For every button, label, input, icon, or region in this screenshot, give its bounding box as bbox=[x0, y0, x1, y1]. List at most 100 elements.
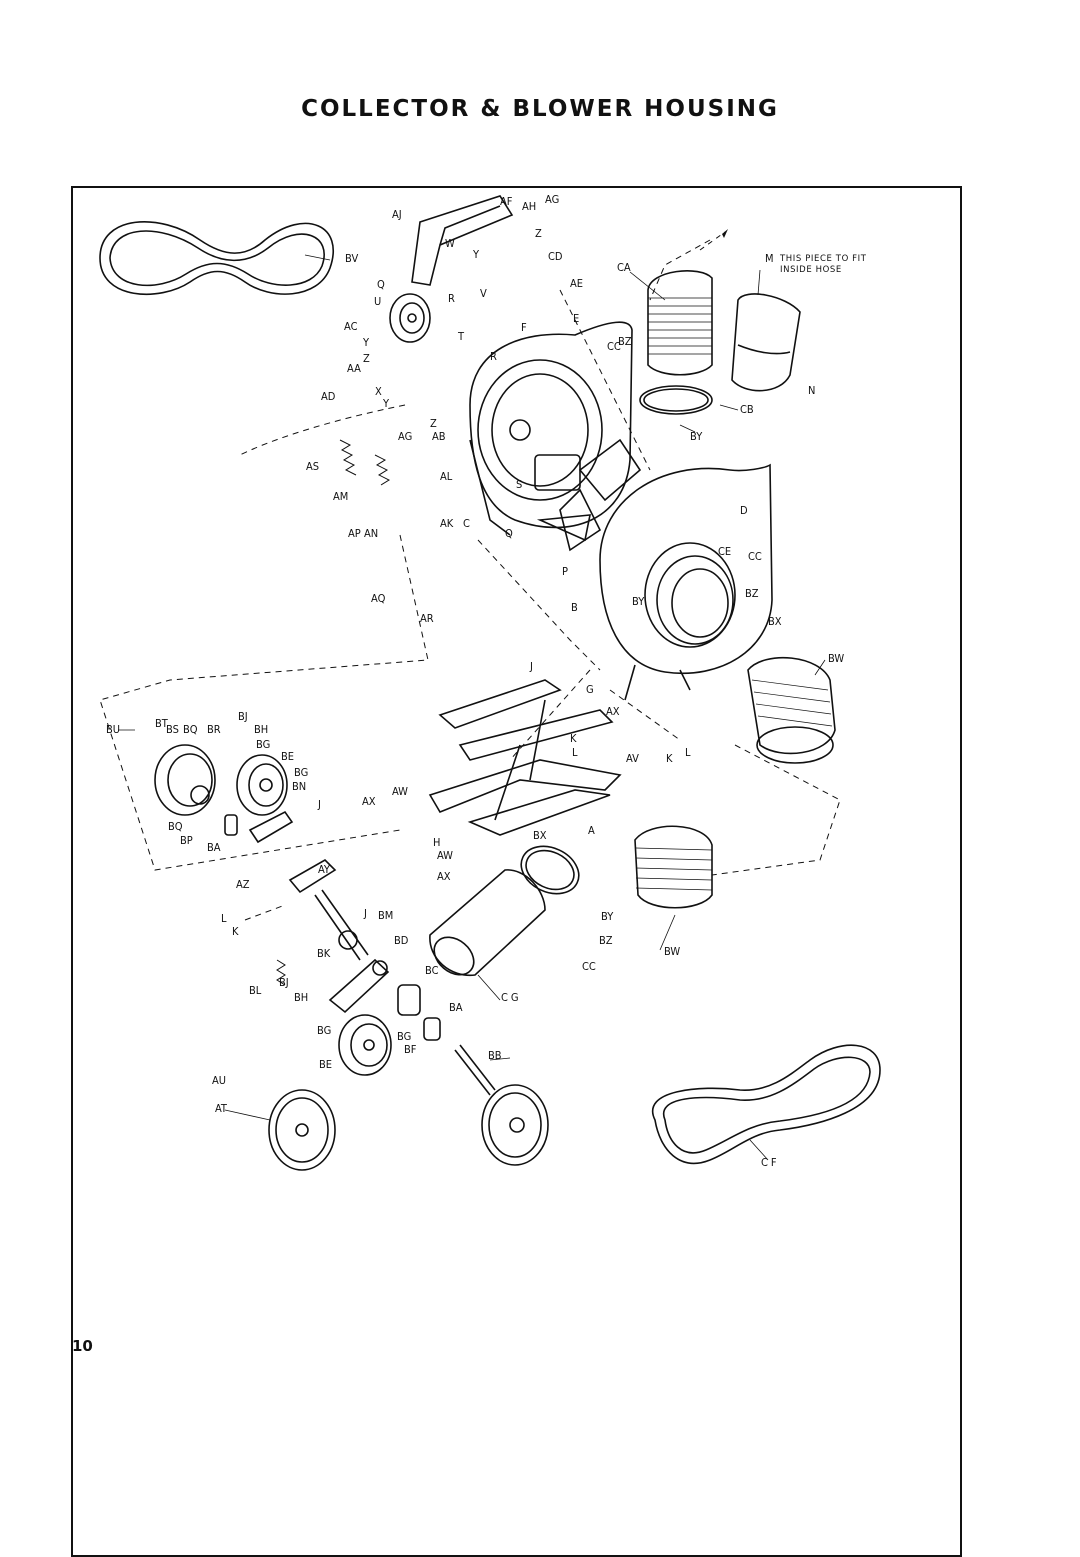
callout-label: AE bbox=[570, 277, 583, 290]
spring-as bbox=[339, 439, 391, 486]
callout-label: BG bbox=[397, 1030, 411, 1043]
callout-label: AW bbox=[392, 785, 408, 798]
callout-label: K bbox=[232, 925, 239, 938]
note-m: M THIS PIECE TO FIT INSIDE HOSE bbox=[765, 252, 867, 275]
page-number: 10 bbox=[72, 1337, 93, 1355]
callout-label: BZ bbox=[618, 335, 632, 348]
callout-label: BY bbox=[690, 430, 703, 443]
callout-label: BE bbox=[281, 750, 294, 763]
pulley-assembly-left bbox=[154, 744, 294, 844]
callout-label: CB bbox=[740, 403, 754, 416]
callout-label: Z bbox=[430, 417, 437, 430]
callout-label: BD bbox=[394, 934, 409, 947]
bracket-aj bbox=[411, 195, 514, 286]
callout-label: BU bbox=[106, 723, 120, 736]
impeller-s bbox=[534, 438, 642, 552]
insert-piece-m bbox=[731, 293, 801, 392]
callout-label: L bbox=[572, 746, 578, 759]
bracket-bd bbox=[328, 958, 390, 1014]
blower-housing-front bbox=[599, 463, 773, 701]
callout-label: F bbox=[521, 321, 527, 334]
callout-label: BW bbox=[664, 945, 680, 958]
callout-label: AX bbox=[606, 705, 620, 718]
callout-label: BX bbox=[768, 615, 782, 628]
callout-label: CA bbox=[617, 261, 631, 274]
callout-label: L bbox=[221, 912, 227, 925]
pulley-bb bbox=[454, 1044, 549, 1166]
callout-label: BH bbox=[294, 991, 308, 1004]
callout-label: BQ bbox=[168, 820, 183, 833]
note-letter: M bbox=[765, 252, 774, 265]
callout-label: BZ bbox=[599, 934, 613, 947]
callout-label: U bbox=[374, 295, 381, 308]
blower-housing-rear bbox=[469, 321, 633, 536]
hose-ca bbox=[647, 270, 713, 376]
callout-label: CF bbox=[761, 1156, 780, 1169]
callout-label: T bbox=[457, 330, 465, 343]
callout-label: AR bbox=[420, 612, 434, 625]
callout-label: AL bbox=[440, 470, 453, 483]
shaft-assembly-ay bbox=[288, 859, 369, 961]
callout-label: BL bbox=[249, 984, 262, 997]
clamp-cb bbox=[639, 385, 713, 415]
callout-label: AN bbox=[364, 527, 378, 540]
callout-label: Q bbox=[377, 278, 385, 291]
callout-label: AM bbox=[333, 490, 348, 503]
callout-label: R bbox=[490, 350, 497, 363]
callout-label: Q bbox=[505, 527, 513, 540]
callout-label: P bbox=[562, 565, 568, 578]
callout-label: AV bbox=[626, 752, 639, 765]
callout-label: Y bbox=[382, 397, 390, 410]
callout-label: BG bbox=[317, 1024, 331, 1037]
frame-a bbox=[428, 679, 622, 836]
callout-label: AX bbox=[362, 795, 376, 808]
callout-label: AK bbox=[440, 517, 454, 530]
callout-label: CC bbox=[607, 340, 621, 353]
callout-label: BM bbox=[378, 909, 393, 922]
callout-label: AY bbox=[318, 863, 331, 876]
page-title: COLLECTOR & BLOWER HOUSING bbox=[301, 96, 779, 122]
callout-label: AU bbox=[212, 1074, 226, 1087]
exploded-parts-diagram: AJ AF AH AG W Z Y CD BV Q U R V AE CA E … bbox=[99, 193, 881, 1171]
callout-label: AH bbox=[522, 200, 536, 213]
hose-bw-lower bbox=[634, 825, 713, 909]
callout-label: Y bbox=[472, 248, 480, 261]
callout-label: BG bbox=[256, 738, 270, 751]
callout-label: BY bbox=[632, 595, 645, 608]
callout-label: AW bbox=[437, 849, 453, 862]
callout-label: V bbox=[480, 287, 487, 300]
callout-label: BY bbox=[601, 910, 614, 923]
callout-label: AG bbox=[545, 193, 559, 206]
callout-label: N bbox=[808, 384, 815, 397]
callout-label: K bbox=[570, 732, 577, 745]
hose-bw-upper bbox=[747, 656, 836, 764]
callout-label: BC bbox=[425, 964, 439, 977]
callout-label: AT bbox=[215, 1102, 228, 1115]
pulley-u bbox=[389, 293, 431, 343]
callout-label: BE bbox=[319, 1058, 332, 1071]
callout-label: S bbox=[516, 478, 522, 491]
callout-label: BW bbox=[828, 652, 844, 665]
callout-label: BF bbox=[404, 1043, 417, 1056]
callout-label: BJ bbox=[238, 710, 248, 723]
callout-label: AQ bbox=[371, 592, 386, 605]
callout-label: D bbox=[740, 504, 748, 517]
callout-label: E bbox=[573, 312, 579, 325]
callout-label: W bbox=[445, 237, 455, 250]
callout-label: BT bbox=[155, 717, 169, 730]
note-line1: THIS PIECE TO FIT bbox=[779, 254, 867, 264]
callout-label: AA bbox=[347, 362, 361, 375]
callout-label: BZ bbox=[745, 587, 759, 600]
belt-cf bbox=[651, 1044, 881, 1165]
callout-label: BP bbox=[180, 834, 193, 847]
callout-label: BJ bbox=[279, 976, 289, 989]
note-line2: INSIDE HOSE bbox=[780, 265, 842, 275]
clamp-bx bbox=[520, 845, 580, 895]
callout-label: AB bbox=[432, 430, 446, 443]
callout-label: BA bbox=[449, 1001, 463, 1014]
callout-label: H bbox=[433, 836, 440, 849]
callout-label: C bbox=[463, 517, 470, 530]
callout-label: Z bbox=[363, 352, 370, 365]
callout-label: CC bbox=[748, 550, 762, 563]
callout-label: AX bbox=[437, 870, 451, 883]
